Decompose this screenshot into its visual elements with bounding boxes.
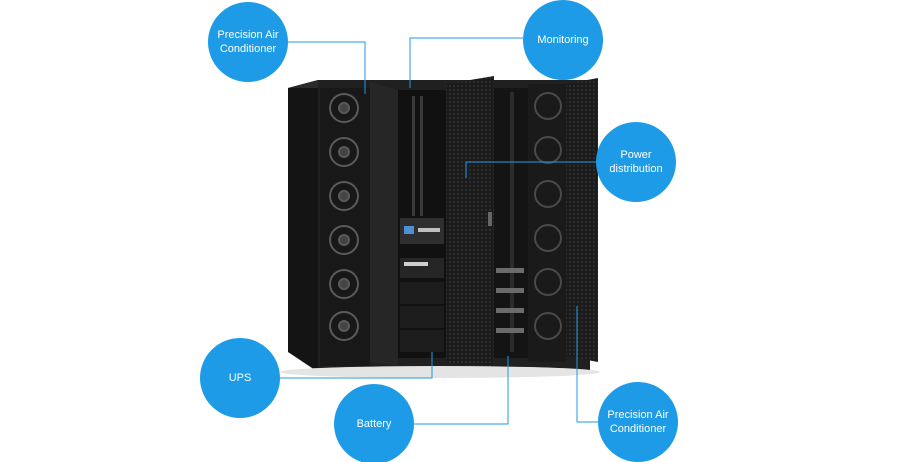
ups-module [400,330,444,352]
battery-shelf [496,308,524,313]
callout-power-distribution: Power distribution [596,122,676,202]
callout-battery: Battery [334,384,414,462]
rack-rail [420,96,423,216]
leader-lines [280,37,598,425]
door-handle [488,212,492,226]
leader-line-monitoring [409,37,523,88]
right-ac-unit [528,84,566,362]
left-ac-fans [329,93,359,341]
leader-line-power [465,161,596,178]
callout-ups: UPS [200,338,280,418]
callout-label: Precision Air Conditioner [217,29,279,55]
panel-indicators [418,228,440,232]
rack-rail [412,96,415,216]
ups-module [400,306,444,328]
callout-label: Precision Air Conditioner [607,409,669,435]
ups-module [400,258,444,278]
ups-module [400,282,444,304]
callout-monitoring: Monitoring [523,0,603,80]
right-ac-door [566,78,598,362]
leader-line-ups [280,352,433,379]
panel-display [404,226,414,234]
callout-label: Power distribution [609,149,663,175]
callout-precision-air-conditioner-right: Precision Air Conditioner [598,382,678,462]
left-ac-door [370,82,398,366]
leader-line-battery [414,356,509,425]
cabinet-left-side [288,80,318,372]
battery-shelf [496,268,524,273]
battery-shelf [496,328,524,333]
callout-label: UPS [228,372,252,384]
ups-label-strip [404,262,428,266]
leader-line-ac-top [288,41,366,94]
leader-line-ac-right [576,306,598,423]
right-ac-fans [534,92,562,340]
callout-label: Monitoring [537,34,589,46]
callout-label: Battery [356,418,392,430]
callout-precision-air-conditioner-top: Precision Air Conditioner [208,2,288,82]
rack-door [446,76,494,372]
battery-shelf [496,288,524,293]
battery-rail [510,92,514,352]
floor-shadow [280,366,600,378]
